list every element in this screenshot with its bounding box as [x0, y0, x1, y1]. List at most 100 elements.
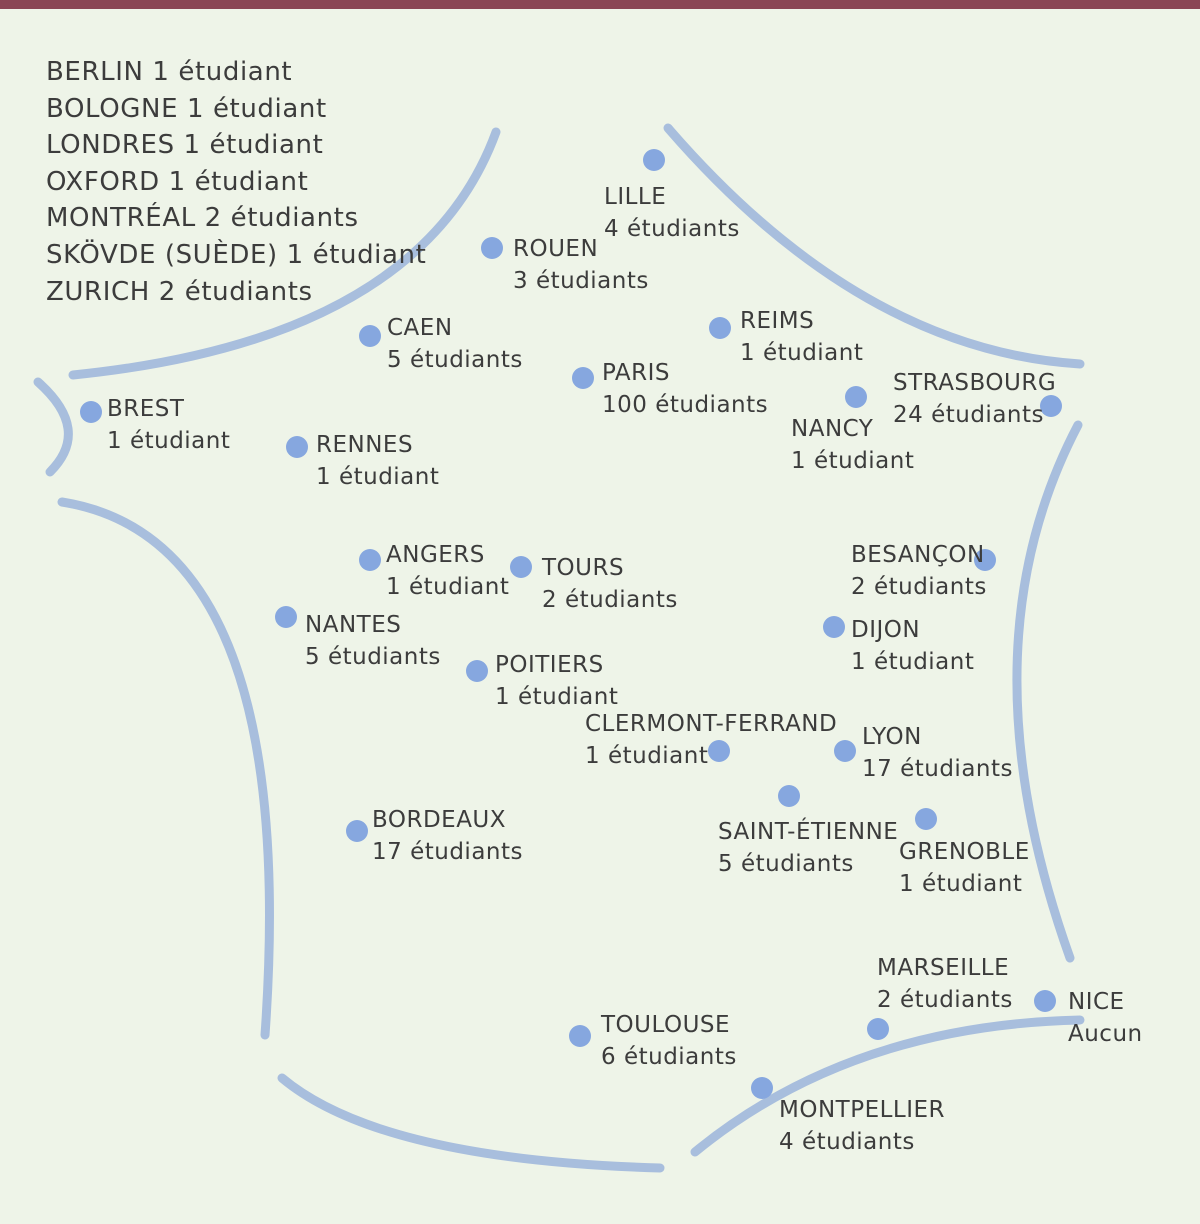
city-name: RENNES	[316, 432, 414, 458]
city-marker-clermont-ferrand	[708, 740, 730, 762]
city-marker-angers	[359, 549, 381, 571]
city-count: Aucun	[1068, 1021, 1143, 1047]
city-label-nancy: NANCY 1 étudiant	[791, 413, 914, 477]
city-name: STRASBOURG	[893, 370, 1057, 396]
city-name: NANTES	[305, 612, 402, 638]
top-accent-bar	[0, 0, 1200, 9]
city-label-reims: REIMS 1 étudiant	[740, 305, 863, 369]
city-marker-marseille	[867, 1018, 889, 1040]
outline-west-coast	[57, 497, 274, 1040]
city-name: MARSEILLE	[877, 955, 1010, 981]
foreign-city-oxford: OXFORD 1 étudiant	[46, 166, 309, 197]
foreign-city-berlin: BERLIN 1 étudiant	[46, 57, 293, 87]
city-name: TOULOUSE	[601, 1012, 731, 1038]
city-marker-rennes	[286, 436, 308, 458]
city-name: NANCY	[791, 416, 874, 442]
city-marker-reims	[709, 317, 731, 339]
city-marker-paris	[572, 367, 594, 389]
city-label-lyon: LYON 17 étudiants	[862, 721, 1013, 785]
city-marker-besancon	[974, 549, 996, 571]
foreign-city-montreal: MONTRÉAL 2 étudiants	[46, 203, 359, 234]
city-marker-tours	[510, 556, 532, 578]
city-marker-dijon	[823, 616, 845, 638]
city-name: LILLE	[604, 184, 667, 210]
city-count: 5 étudiants	[305, 644, 441, 670]
city-name: SAINT-ÉTIENNE	[718, 819, 899, 845]
city-label-grenoble: GRENOBLE 1 étudiant	[899, 836, 1030, 900]
city-count: 2 étudiants	[877, 987, 1013, 1013]
city-count: 5 étudiants	[387, 347, 523, 373]
city-label-tours: TOURS 2 étudiants	[542, 552, 678, 616]
city-name: CAEN	[387, 315, 453, 341]
outline-east	[1012, 420, 1083, 963]
city-label-paris: PARIS 100 étudiants	[602, 357, 768, 421]
city-name: CLERMONT-FERRAND	[585, 711, 838, 737]
city-count: 1 étudiant	[316, 464, 440, 490]
foreign-cities-list: BERLIN 1 étudiant BOLOGNE 1 étudiant LON…	[46, 54, 426, 310]
city-label-saint-etienne: SAINT-ÉTIENNE 5 étudiants	[718, 816, 898, 880]
foreign-city-londres: LONDRES 1 étudiant	[46, 130, 324, 161]
city-count: 1 étudiant	[899, 871, 1023, 897]
city-count: 1 étudiant	[740, 340, 864, 366]
city-marker-strasbourg	[1040, 395, 1062, 417]
city-marker-lyon	[834, 740, 856, 762]
foreign-city-bologne: BOLOGNE 1 étudiant	[46, 93, 327, 124]
city-count: 4 étudiants	[604, 216, 740, 242]
city-label-rouen: ROUEN 3 étudiants	[513, 233, 649, 297]
city-count: 17 étudiants	[372, 839, 523, 865]
city-label-marseille: MARSEILLE 2 étudiants	[877, 952, 1013, 1016]
city-label-dijon: DIJON 1 étudiant	[851, 614, 974, 678]
city-name: LYON	[862, 724, 922, 750]
city-label-caen: CAEN 5 étudiants	[387, 312, 523, 376]
city-name: NICE	[1068, 989, 1125, 1015]
city-marker-rouen	[481, 237, 503, 259]
outline-north-west	[68, 127, 501, 380]
city-count: 1 étudiant	[386, 574, 510, 600]
city-count: 1 étudiant	[107, 428, 231, 454]
city-marker-saint-etienne	[778, 785, 800, 807]
city-name: BESANÇON	[851, 542, 985, 568]
city-marker-montpellier	[751, 1077, 773, 1099]
city-count: 4 étudiants	[779, 1129, 915, 1155]
foreign-city-skovde: SKÖVDE (SUÈDE) 1 étudiant	[46, 239, 427, 270]
outline-north-east	[663, 123, 1085, 369]
city-marker-nantes	[275, 606, 297, 628]
city-count: 17 étudiants	[862, 756, 1013, 782]
city-count: 24 étudiants	[893, 402, 1044, 428]
city-name: ANGERS	[386, 542, 485, 568]
city-label-poitiers: POITIERS 1 étudiant	[495, 649, 618, 713]
city-marker-caen	[359, 325, 381, 347]
city-label-toulouse: TOULOUSE 6 étudiants	[601, 1009, 737, 1073]
city-label-nice: NICE Aucun	[1068, 986, 1143, 1050]
city-marker-lille	[643, 149, 665, 171]
city-count: 1 étudiant	[585, 743, 709, 769]
city-marker-nancy	[845, 386, 867, 408]
city-count: 2 étudiants	[851, 574, 987, 600]
city-marker-nice	[1034, 990, 1056, 1012]
city-count: 5 étudiants	[718, 851, 854, 877]
city-label-clermont-ferrand: CLERMONT-FERRAND 1 étudiant	[585, 708, 837, 772]
city-label-montpellier: MONTPELLIER 4 étudiants	[779, 1094, 945, 1158]
city-name: DIJON	[851, 617, 921, 643]
city-marker-brest	[80, 401, 102, 423]
city-count: 1 étudiant	[495, 684, 619, 710]
outline-mediterranean	[690, 1015, 1085, 1157]
city-count: 100 étudiants	[602, 392, 769, 418]
city-count: 1 étudiant	[851, 649, 975, 675]
city-marker-poitiers	[466, 660, 488, 682]
city-marker-toulouse	[569, 1025, 591, 1047]
city-name: GRENOBLE	[899, 839, 1030, 865]
city-label-bordeaux: BORDEAUX 17 étudiants	[372, 804, 523, 868]
city-name: BORDEAUX	[372, 807, 507, 833]
city-count: 6 étudiants	[601, 1044, 737, 1070]
city-marker-grenoble	[915, 808, 937, 830]
city-count: 3 étudiants	[513, 268, 649, 294]
foreign-city-zurich: ZURICH 2 étudiants	[46, 276, 313, 307]
city-count: 2 étudiants	[542, 587, 678, 613]
city-name: MONTPELLIER	[779, 1097, 946, 1123]
city-label-lille: LILLE 4 étudiants	[604, 181, 740, 245]
city-label-brest: BREST 1 étudiant	[107, 393, 230, 457]
city-name: REIMS	[740, 308, 815, 334]
outline-brittany-tip	[33, 377, 73, 477]
